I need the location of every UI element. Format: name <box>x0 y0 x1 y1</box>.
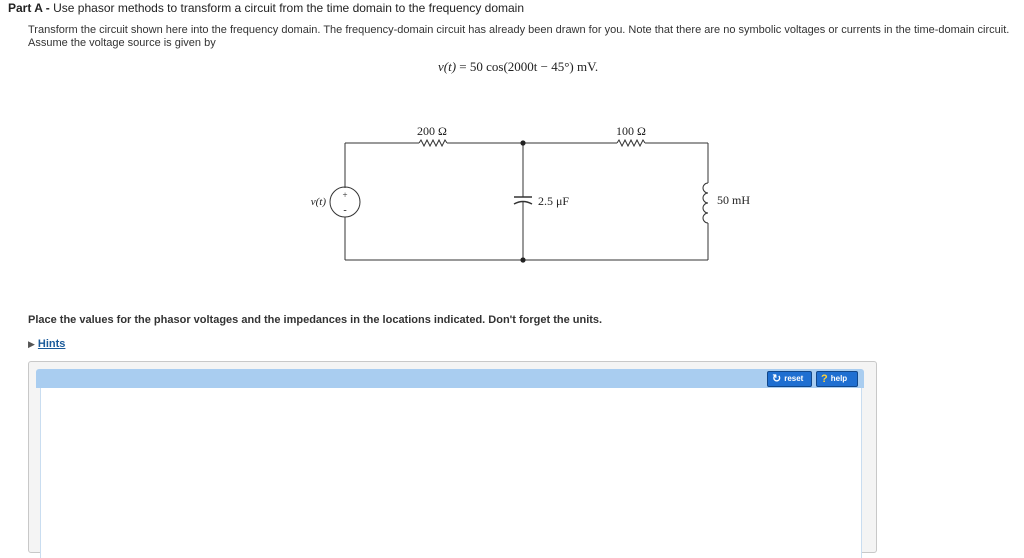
reset-button[interactable]: ↻ reset <box>767 371 812 387</box>
source-plus: + <box>342 190 347 200</box>
answer-drop-area[interactable] <box>40 388 862 558</box>
expand-triangle-icon: ▶ <box>28 339 35 349</box>
source-label: v(t) <box>311 196 327 208</box>
equation-rhs: = 50 cos(2000t − 45°) mV. <box>459 59 599 74</box>
help-label: help <box>830 374 848 383</box>
reset-label: reset <box>784 374 804 383</box>
node-bottom <box>520 257 526 263</box>
source-minus: - <box>343 205 346 216</box>
hints-label: Hints <box>37 338 66 350</box>
inductor-symbol <box>702 182 709 224</box>
part-title: Part A - Use phasor methods to transform… <box>8 1 524 15</box>
part-title-text: Use phasor methods to transform a circui… <box>53 1 525 15</box>
refresh-icon: ↻ <box>772 373 782 385</box>
intro-line-2: Assume the voltage source is given by <box>28 37 216 49</box>
help-button[interactable]: ? help <box>816 371 858 387</box>
part-separator: - <box>42 1 54 15</box>
inductor-label: 50 mH <box>717 193 750 207</box>
circuit-diagram: 200 Ω 100 Ω 2.5 μF 50 mH v(t) + - <box>311 124 750 263</box>
capacitor-plate-bottom <box>513 200 533 205</box>
node-top <box>520 140 526 146</box>
r1-label: 200 Ω <box>417 124 447 138</box>
problem-intro: Transform the circuit shown here into th… <box>28 24 1018 50</box>
resistor-200-symbol <box>418 138 448 148</box>
capacitor-label: 2.5 μF <box>538 194 569 208</box>
r2-label: 100 Ω <box>616 124 646 138</box>
source-equation: v(t) = 50 cos(2000t − 45°) mV. <box>438 59 598 75</box>
answer-toolbar <box>36 369 864 388</box>
part-label: Part A <box>8 1 43 15</box>
hints-link[interactable]: ▶Hints <box>28 338 65 350</box>
question-icon: ? <box>821 373 828 385</box>
instruction-text: Place the values for the phasor voltages… <box>28 314 603 326</box>
resistor-100-symbol <box>616 138 646 148</box>
equation-lhs: v(t) <box>438 59 457 74</box>
intro-line-1: Transform the circuit shown here into th… <box>28 24 1010 36</box>
